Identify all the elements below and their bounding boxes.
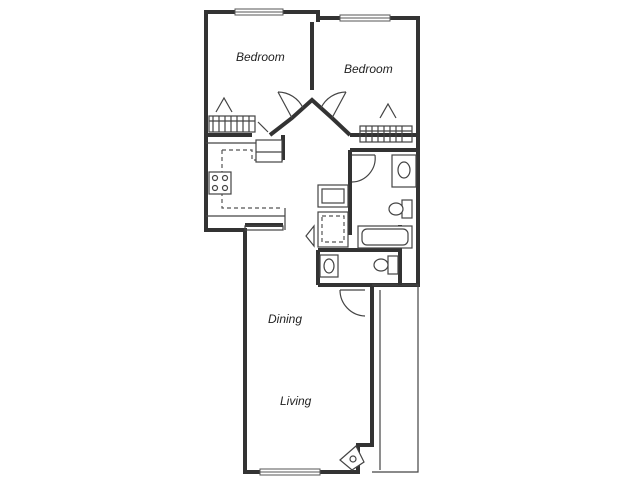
windows [234, 8, 391, 476]
vanity [391, 154, 417, 188]
room-label-bedroom-right: Bedroom [344, 62, 393, 76]
kitchen [206, 139, 286, 231]
room-label-bedroom-left: Bedroom [236, 50, 285, 64]
interior-walls [206, 22, 418, 287]
room-label-dining: Dining [268, 312, 302, 326]
closet-right [359, 102, 413, 143]
range [208, 171, 232, 195]
room-label-living: Living [280, 394, 312, 408]
doors [257, 91, 376, 317]
refrigerator [255, 139, 283, 163]
exterior-walls [204, 10, 420, 474]
bathroom [319, 154, 417, 278]
bathtub [357, 225, 413, 249]
closet-left [208, 96, 256, 133]
fireplace [339, 445, 365, 471]
